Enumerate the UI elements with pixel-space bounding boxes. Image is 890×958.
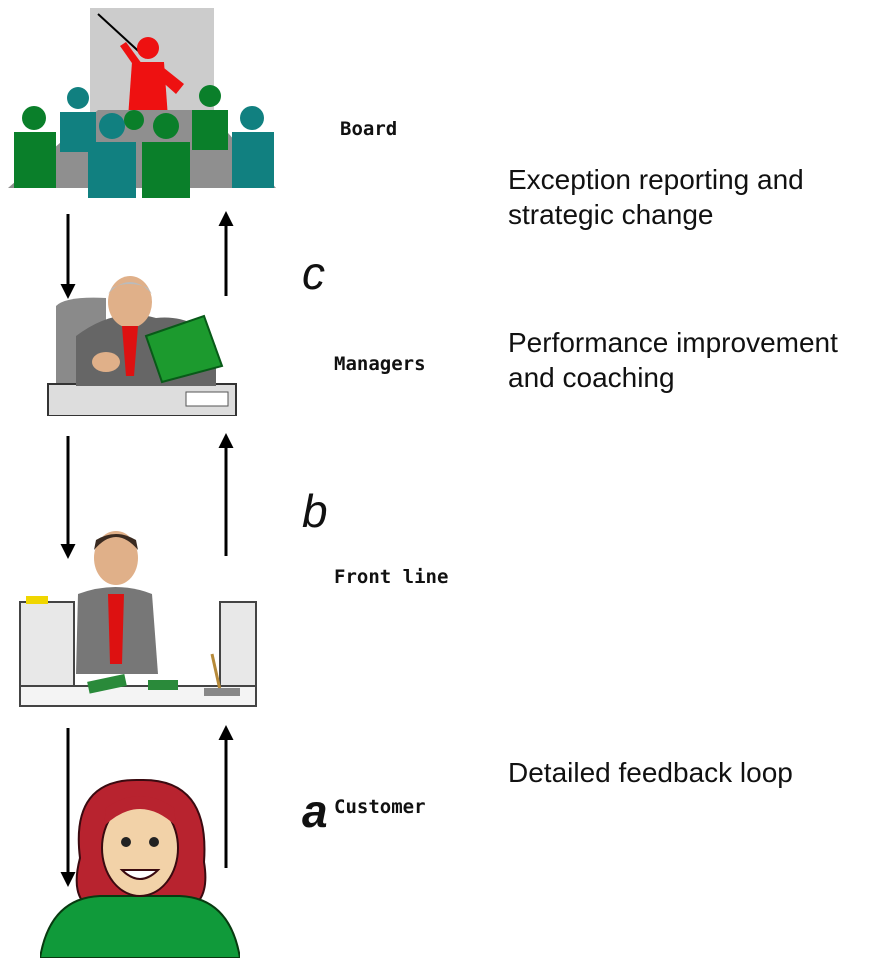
manager-icon bbox=[46, 266, 238, 416]
customer-icon bbox=[40, 778, 240, 958]
loop-description-a: Detailed feedback loop bbox=[508, 757, 793, 788]
loop-letter-a: a bbox=[302, 785, 328, 837]
loop-letter-b: b bbox=[302, 485, 328, 537]
level-label-board: Board bbox=[340, 118, 398, 140]
board-meeting-icon bbox=[8, 8, 276, 198]
loop-letter-c: c bbox=[302, 247, 325, 299]
level-label-customer: Customer bbox=[334, 796, 426, 818]
loop-description-b: Performance improvement and coaching bbox=[508, 327, 838, 393]
loop-description-c: Exception reporting and strategic change bbox=[508, 164, 804, 230]
level-label-front-line: Front line bbox=[334, 566, 449, 588]
level-label-managers: Managers bbox=[334, 353, 426, 375]
front-line-clerk-icon bbox=[16, 514, 260, 710]
